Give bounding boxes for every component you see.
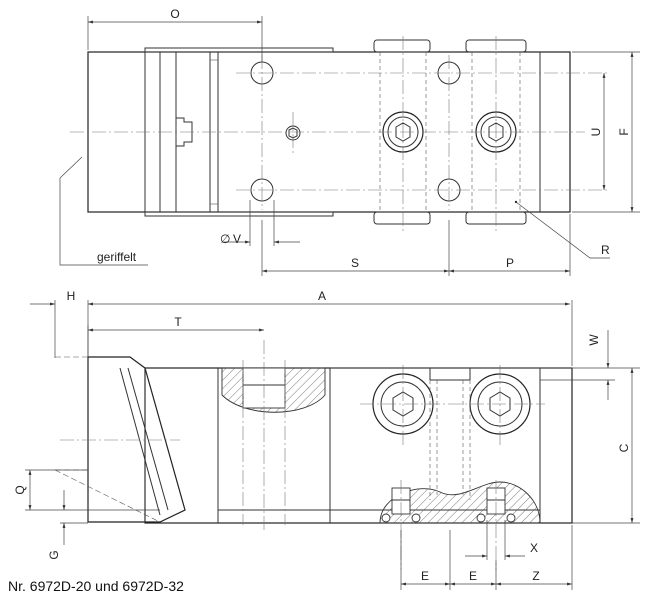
dim-label-a: A xyxy=(318,289,326,303)
dim-label-r: R xyxy=(601,243,610,257)
dim-label-v: V xyxy=(233,232,241,246)
dim-label-z: Z xyxy=(532,569,539,583)
dim-label-c: C xyxy=(617,443,631,452)
top-view: O U F R ∅ V S P geriffelt xyxy=(59,7,640,276)
dim-label-u: U xyxy=(589,128,603,137)
side-view: H A T W C Q G X xyxy=(13,289,640,590)
jaw-insert xyxy=(87,356,186,523)
dim-label-w: W xyxy=(587,334,601,346)
dim-label-s: S xyxy=(351,256,359,270)
dim-label-x: X xyxy=(530,541,538,555)
dim-label-f: F xyxy=(617,128,631,135)
dim-label-t: T xyxy=(174,315,182,329)
dim-label-e1: E xyxy=(421,569,429,583)
dim-label-e2: E xyxy=(469,569,477,583)
dim-label-diameter-symbol: ∅ xyxy=(220,232,230,246)
dim-label-g: G xyxy=(47,550,61,559)
dim-label-o: O xyxy=(170,7,179,21)
caption: Nr. 6972D-20 und 6972D-32 xyxy=(8,578,184,594)
dim-label-q: Q xyxy=(13,485,27,494)
dim-label-p: P xyxy=(506,256,514,270)
note-geriffelt: geriffelt xyxy=(97,250,137,264)
dim-label-h: H xyxy=(67,289,76,303)
